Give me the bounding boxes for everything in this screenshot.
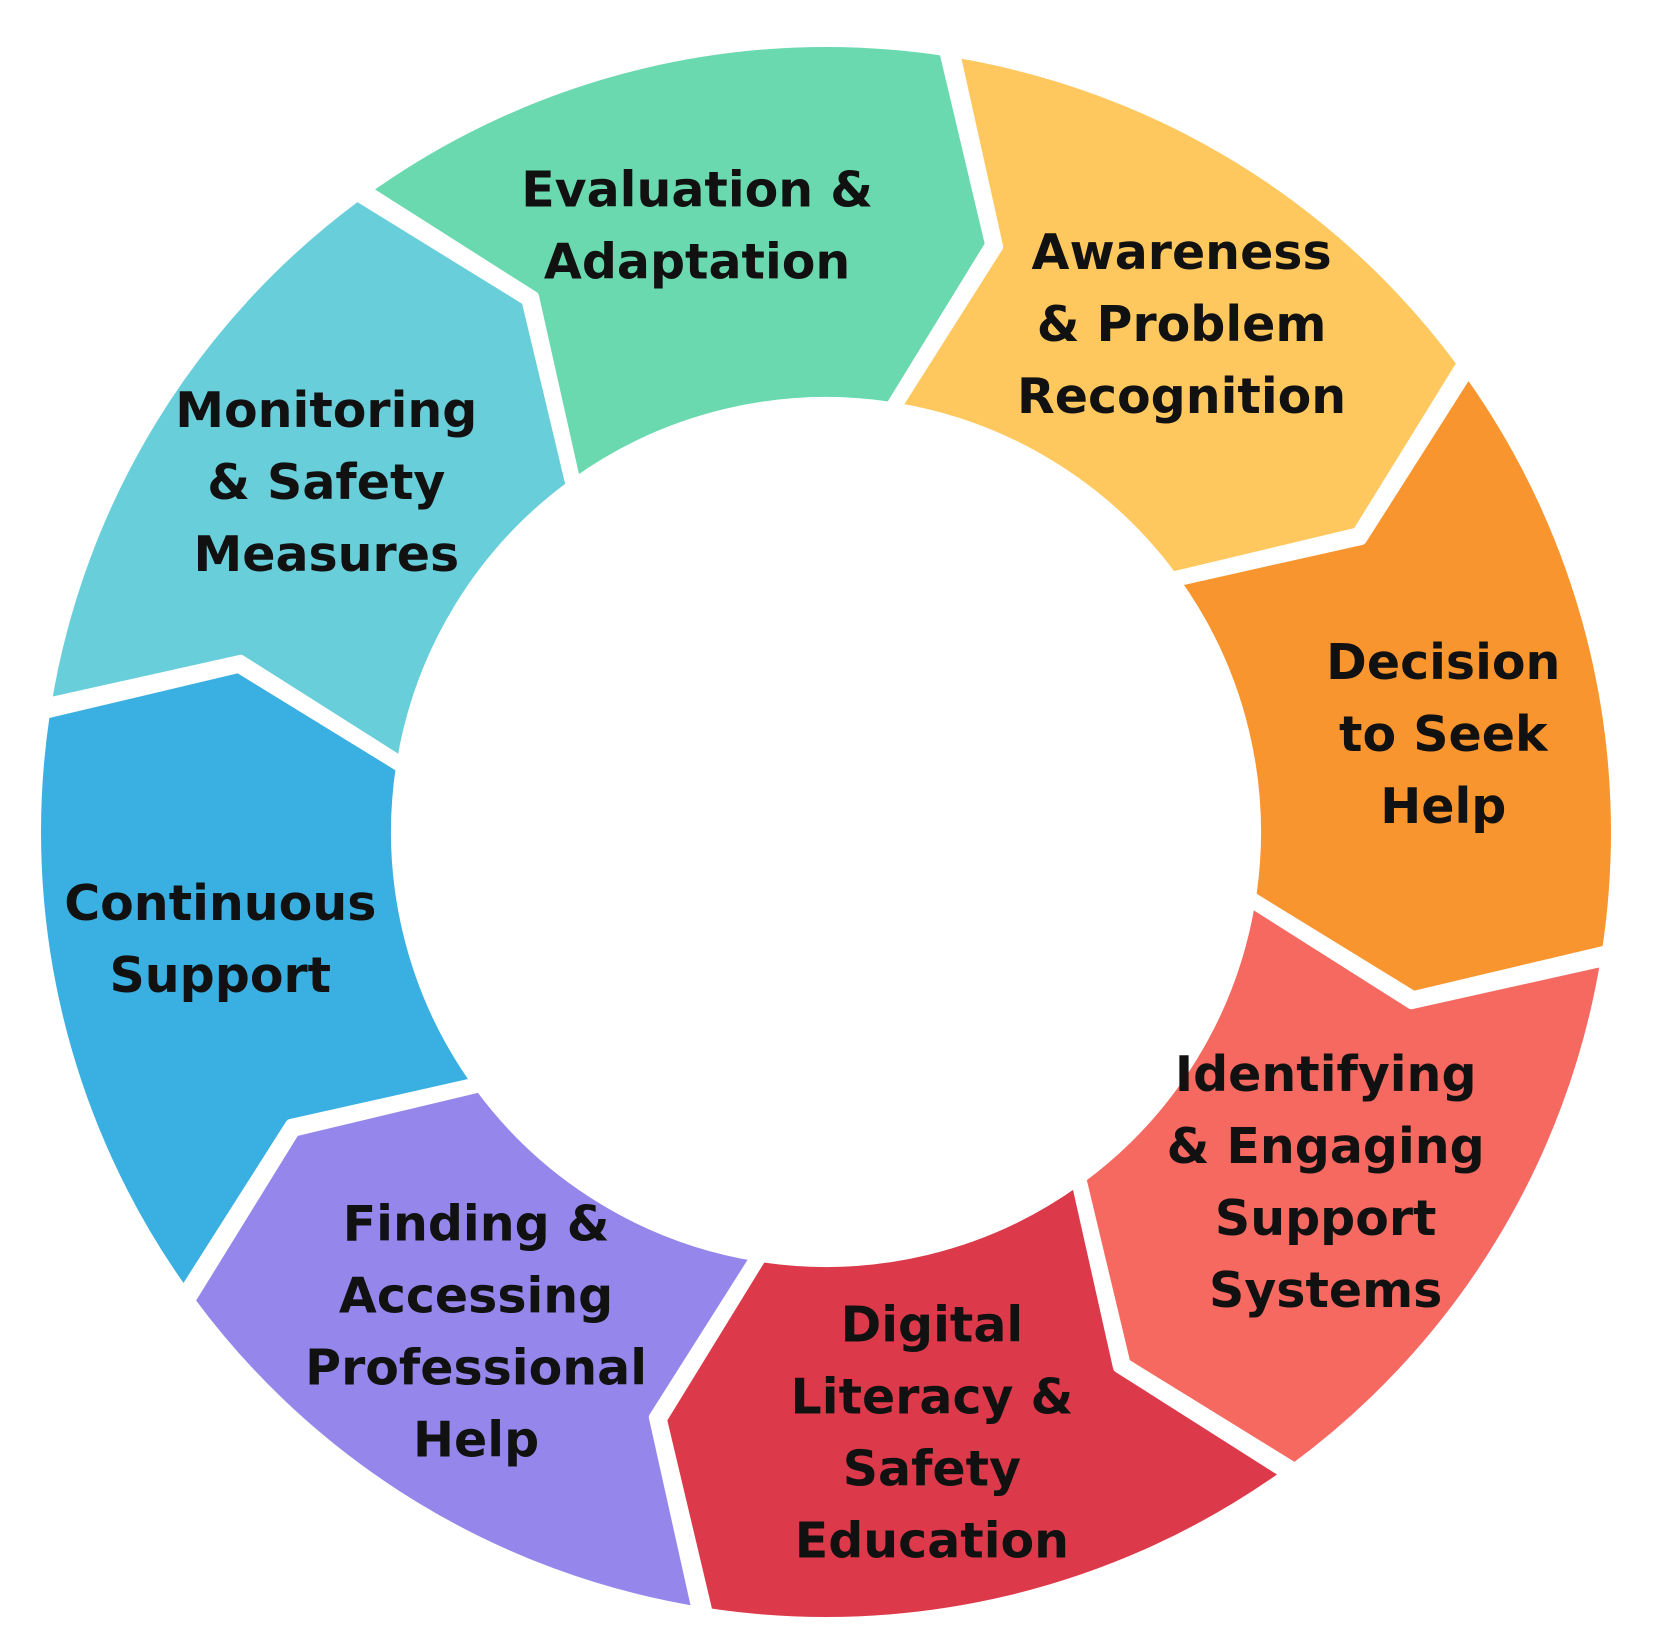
segment-finding-help (185, 1082, 761, 1617)
segment-label-line: Systems (1209, 1262, 1442, 1319)
segment-monitoring (41, 191, 576, 767)
segment-decision (1170, 367, 1621, 1001)
segment-label-line: Literacy & (791, 1369, 1074, 1426)
segment-label-line: Continuous (64, 875, 376, 932)
segment-continuous-support (31, 663, 482, 1297)
segment-label-line: Awareness (1032, 224, 1332, 281)
segment-label-line: Help (413, 1412, 539, 1469)
segments-layer (31, 37, 1621, 1627)
segment-label-line: & Engaging (1167, 1118, 1485, 1175)
segment-label-line: Monitoring (175, 382, 477, 439)
segment-digital-literacy (657, 1176, 1291, 1627)
segment-evaluation (361, 37, 995, 488)
segment-label-line: Identifying (1175, 1046, 1477, 1103)
segment-label-evaluation: Evaluation & Adaptation (521, 162, 873, 291)
segment-label-line: Education (795, 1513, 1069, 1570)
segment-label-line: Measures (193, 526, 459, 583)
segment-label-line: Adaptation (544, 234, 850, 291)
segment-label-line: & Problem (1037, 296, 1327, 353)
segment-identifying (1076, 897, 1611, 1473)
segment-label-line: Accessing (339, 1268, 613, 1325)
segment-label-line: Recognition (1017, 368, 1346, 425)
segment-label-line: & Safety (207, 454, 445, 511)
segment-label-line: Support (1215, 1190, 1437, 1247)
segment-awareness (891, 47, 1467, 582)
segment-label-line: Finding & (343, 1196, 610, 1253)
segment-label-line: Support (110, 947, 332, 1004)
segment-label-line: Professional (305, 1340, 647, 1397)
segment-label-line: Evaluation & (521, 162, 873, 219)
segment-label-line: Digital (841, 1297, 1024, 1354)
segment-label-line: Decision (1326, 634, 1560, 691)
segment-label-line: Safety (843, 1441, 1021, 1498)
segment-label-line: Help (1380, 778, 1506, 835)
segment-label-line: to Seek (1339, 706, 1549, 763)
